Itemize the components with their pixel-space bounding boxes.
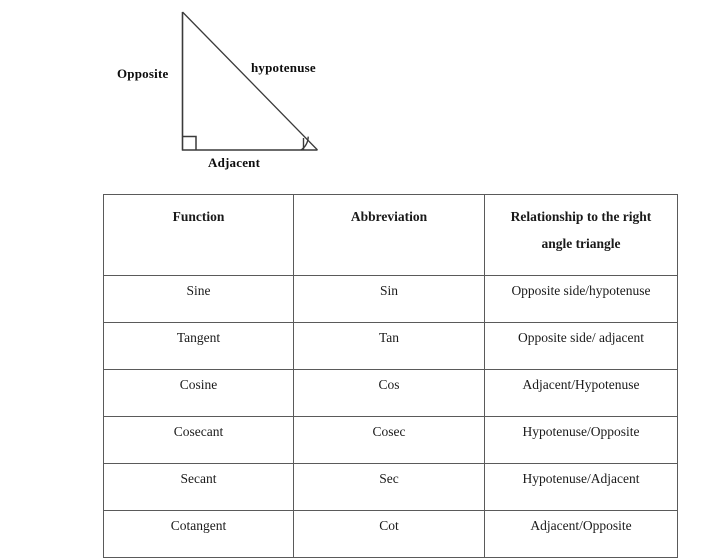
cell-function: Cosecant [103,416,294,464]
cell-abbreviation: Cos [293,369,485,417]
triangle-shape-svg [181,11,318,151]
cell-function: Cosine [103,369,294,417]
cell-function: Tangent [103,322,294,370]
table-header-row: Function Abbreviation Relationship to th… [103,194,678,276]
cell-abbreviation: Cosec [293,416,485,464]
cell-relationship: Adjacent/Opposite [484,510,678,558]
column-header-relationship: Relationship to the right angle triangle [484,194,678,276]
column-header-abbreviation: Abbreviation [293,194,485,276]
right-angle-marker-icon [182,135,197,150]
cell-function: Sine [103,275,294,323]
cell-function: Cotangent [103,510,294,558]
column-header-relationship-line1: Relationship to the right [510,209,652,224]
cell-function: Secant [103,463,294,511]
right-triangle-diagram: Opposite hypotenuse Adjacent [0,0,400,185]
cell-relationship: Hypotenuse/Adjacent [484,463,678,511]
triangle-label-hypotenuse: hypotenuse [251,60,316,75]
angle-arc-icon [300,136,309,151]
cell-abbreviation: Sec [293,463,485,511]
cell-relationship: Adjacent/Hypotenuse [484,369,678,417]
triangle-label-adjacent: Adjacent [208,155,261,170]
trig-functions-table: Function Abbreviation Relationship to th… [103,194,678,558]
cell-abbreviation: Tan [293,322,485,370]
triangle-label-opposite: Opposite [117,66,169,81]
cell-abbreviation: Sin [293,275,485,323]
hypotenuse-line [182,11,318,151]
column-header-function: Function [103,194,294,276]
cell-abbreviation: Cot [293,510,485,558]
cell-relationship: Opposite side/ adjacent [484,322,678,370]
cell-relationship: Hypotenuse/Opposite [484,416,678,464]
column-header-relationship-line2: angle triangle [541,236,621,251]
cell-relationship: Opposite side/hypotenuse [484,275,678,323]
